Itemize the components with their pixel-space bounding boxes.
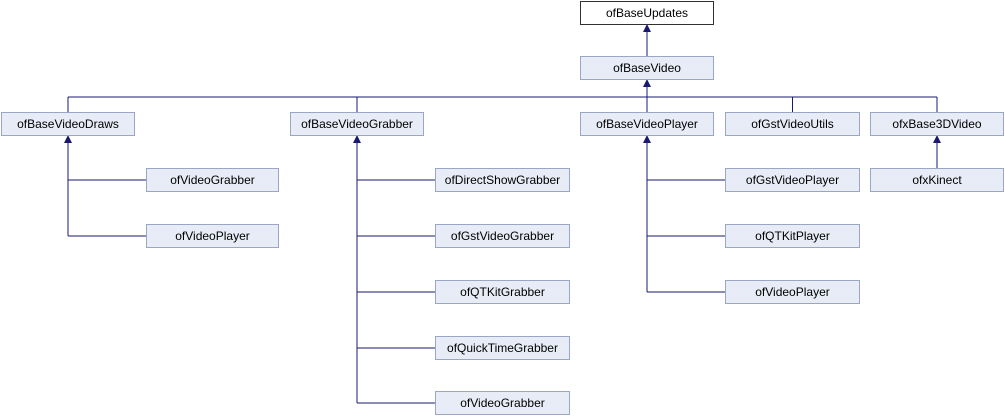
node-ofQTKitGrabber[interactable]: ofQTKitGrabber: [435, 280, 570, 304]
node-ofBaseVideoGrabber[interactable]: ofBaseVideoGrabber: [290, 112, 424, 136]
node-ofVideoPlayer-draws[interactable]: ofVideoPlayer: [146, 224, 279, 248]
node-ofVideoPlayer-player[interactable]: ofVideoPlayer: [725, 280, 860, 304]
node-ofBaseVideoDraws[interactable]: ofBaseVideoDraws: [1, 112, 135, 136]
node-ofBaseVideo[interactable]: ofBaseVideo: [580, 56, 714, 80]
node-ofVideoGrabber-grabber[interactable]: ofVideoGrabber: [435, 391, 570, 415]
node-ofxKinect[interactable]: ofxKinect: [870, 168, 1004, 192]
node-ofBaseVideoPlayer[interactable]: ofBaseVideoPlayer: [580, 112, 714, 136]
node-ofVideoGrabber-draws[interactable]: ofVideoGrabber: [146, 168, 279, 192]
node-ofDirectShowGrabber[interactable]: ofDirectShowGrabber: [435, 168, 570, 192]
node-ofGstVideoGrabber[interactable]: ofGstVideoGrabber: [435, 224, 570, 248]
node-ofQTKitPlayer[interactable]: ofQTKitPlayer: [725, 224, 860, 248]
node-ofQuickTimeGrabber[interactable]: ofQuickTimeGrabber: [435, 336, 570, 360]
node-ofxBase3DVideo[interactable]: ofxBase3DVideo: [870, 112, 1004, 136]
node-ofBaseUpdates: ofBaseUpdates: [580, 1, 714, 25]
node-ofGstVideoUtils[interactable]: ofGstVideoUtils: [725, 112, 860, 136]
node-ofGstVideoPlayer[interactable]: ofGstVideoPlayer: [725, 168, 860, 192]
